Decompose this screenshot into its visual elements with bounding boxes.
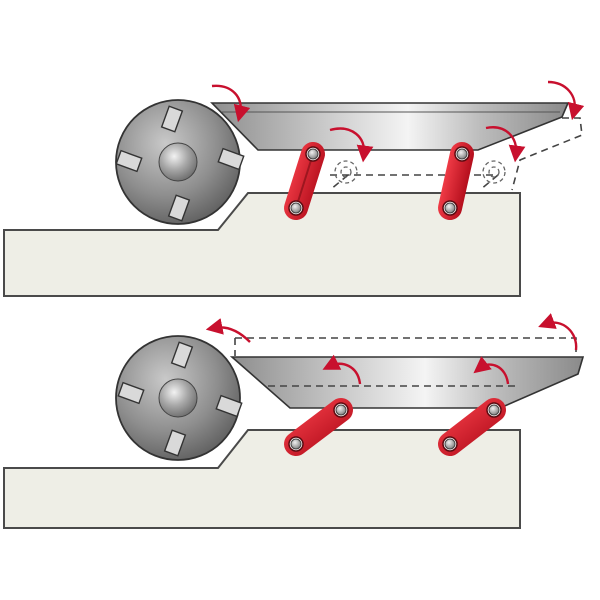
panel-bottom bbox=[3, 313, 585, 529]
rotation-arrow bbox=[211, 84, 251, 123]
blade-ghost-outline bbox=[234, 337, 577, 356]
ghost-pivot-line bbox=[329, 174, 499, 191]
rotation-arrow bbox=[473, 356, 510, 385]
swing-link bbox=[284, 398, 353, 456]
ghost-pivot-2 bbox=[482, 160, 506, 184]
rotation-arrow bbox=[322, 354, 362, 385]
knife-insert bbox=[117, 341, 243, 457]
blade bbox=[229, 356, 585, 409]
ghost-pivot-1 bbox=[334, 160, 358, 184]
knife-insert bbox=[115, 105, 245, 222]
ghost-pivot-2-inner bbox=[488, 166, 500, 178]
blade bbox=[210, 102, 570, 151]
swing-link bbox=[438, 142, 474, 220]
panel-top bbox=[3, 80, 585, 297]
rotation-arrow bbox=[205, 318, 251, 343]
swing-link bbox=[438, 398, 506, 456]
ghost-pivot-1-inner bbox=[340, 166, 352, 178]
cutter-drum bbox=[115, 99, 245, 225]
rotation-arrow bbox=[538, 313, 578, 351]
rotation-arrow bbox=[329, 127, 374, 163]
drum-hub bbox=[158, 142, 198, 182]
drum-hub bbox=[158, 378, 198, 418]
rotation-arrow bbox=[485, 126, 526, 163]
base-plate bbox=[3, 192, 521, 297]
swing-link bbox=[284, 142, 325, 220]
rotation-arrow bbox=[547, 80, 585, 121]
cutter-drum bbox=[115, 335, 243, 461]
base-plate bbox=[3, 429, 521, 529]
